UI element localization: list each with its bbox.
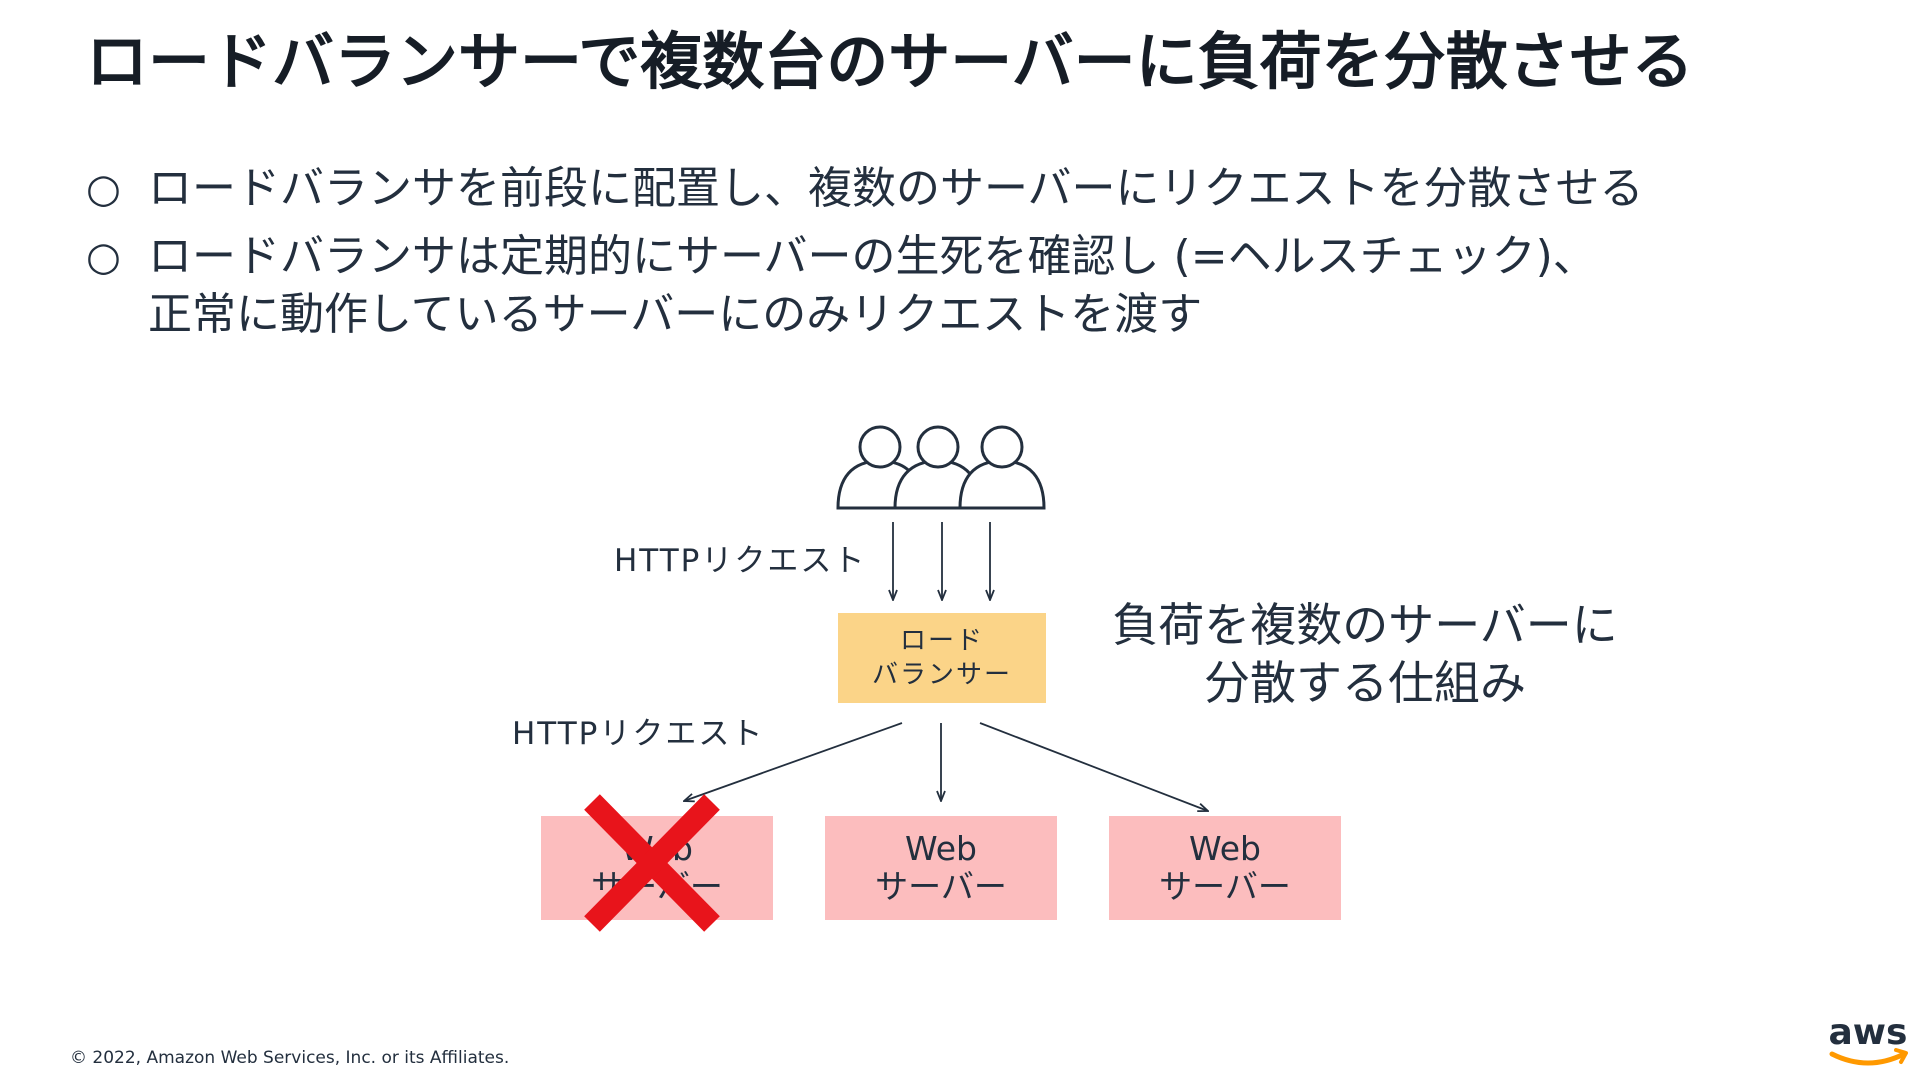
- load-balancer-box: ロード バランサー: [838, 613, 1046, 703]
- web-server-label: Web: [621, 829, 693, 868]
- http-request-label-top: HTTPリクエスト: [614, 543, 867, 579]
- bullet-marker: ○: [86, 234, 121, 280]
- bullet-marker: ○: [86, 166, 121, 212]
- slide-title: ロードバランサーで複数台のサーバーに負荷を分散させる: [86, 25, 1694, 98]
- copyright-footer: © 2022, Amazon Web Services, Inc. or its…: [70, 1048, 510, 1068]
- arrows-users-to-lb: [893, 522, 990, 600]
- bullet-text: 正常に動作しているサーバーにのみリクエストを渡す: [148, 289, 1203, 340]
- aws-smile-arrow-icon: [1894, 1048, 1908, 1064]
- bullet-text: ロードバランサは定期的にサーバーの生死を確認し (=ヘルスチェック)、: [148, 231, 1597, 282]
- http-request-label-bottom: HTTPリクエスト: [512, 716, 765, 752]
- bullet-text: ロードバランサを前段に配置し、複数のサーバーにリクエストを分散させる: [148, 163, 1644, 214]
- web-server-box: Web サーバー: [825, 816, 1057, 920]
- bullet-list: ○ ロードバランサを前段に配置し、複数のサーバーにリクエストを分散させる ○ ロ…: [86, 160, 1886, 344]
- bullet-item: ○ ロードバランサを前段に配置し、複数のサーバーにリクエストを分散させる: [86, 160, 1886, 218]
- mechanism-line: 負荷を複数のサーバーに: [1112, 598, 1618, 652]
- user-icon: [858, 425, 902, 469]
- distribution-mechanism-text: 負荷を複数のサーバーに 分散する仕組み: [1085, 596, 1645, 712]
- web-server-label: サーバー: [875, 867, 1007, 906]
- arrow: [684, 722, 903, 801]
- aws-smile-icon: [1829, 1051, 1907, 1066]
- user-icon: [916, 425, 960, 469]
- web-server-label: サーバー: [591, 867, 723, 906]
- aws-logo: aws: [1829, 1012, 1908, 1066]
- load-balancer-label: ロード: [899, 626, 984, 656]
- arrows-lb-to-servers: [684, 722, 1208, 811]
- web-server-label: Web: [905, 829, 977, 868]
- bullet-item: ○ ロードバランサは定期的にサーバーの生死を確認し (=ヘルスチェック)、 正常…: [86, 228, 1886, 344]
- web-server-box: Web サーバー: [1109, 816, 1341, 920]
- user-icon: [980, 425, 1024, 469]
- aws-logo-text: aws: [1829, 1012, 1908, 1053]
- web-server-box-down: Web サーバー: [541, 816, 773, 920]
- load-balancer-label: バランサー: [871, 660, 1012, 690]
- arrow: [979, 722, 1208, 811]
- web-server-label: Web: [1189, 829, 1261, 868]
- web-server-label: サーバー: [1159, 867, 1291, 906]
- mechanism-line: 分散する仕組み: [1204, 656, 1526, 710]
- users-group-icon: [836, 425, 1046, 510]
